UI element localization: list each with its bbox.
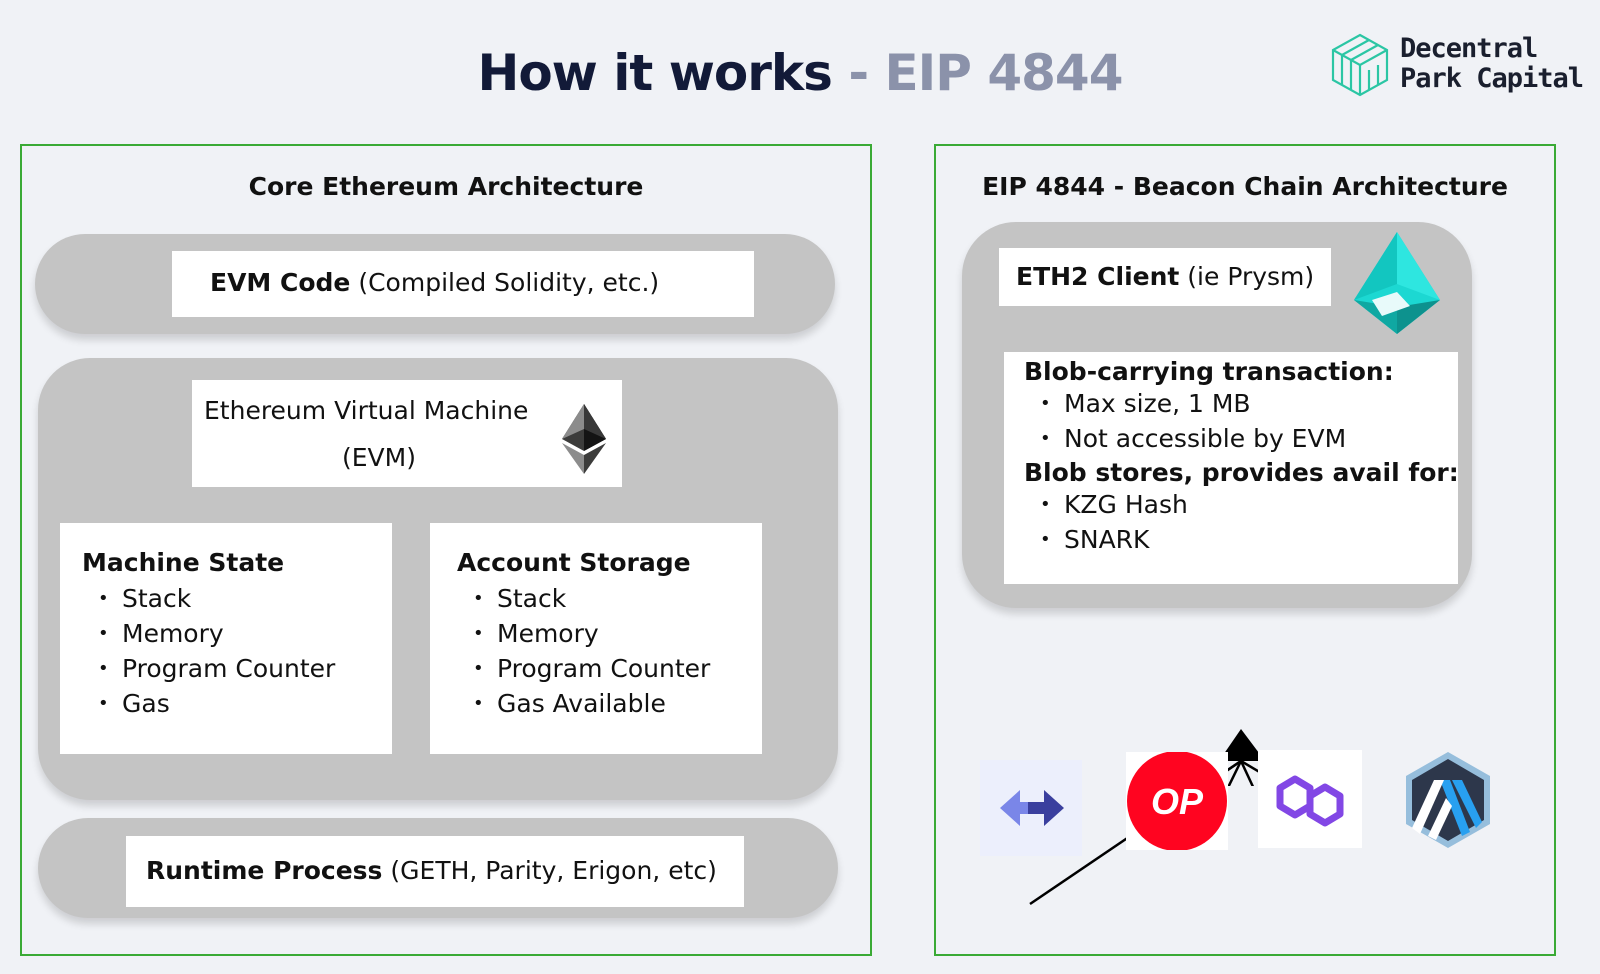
optimism-icon: OP	[1126, 751, 1228, 851]
logo-line-1: Decentral	[1400, 33, 1538, 64]
connector-lines-bottom	[1029, 759, 1242, 906]
logo-line-2: Park Capital	[1400, 63, 1584, 94]
bridge-arrows-icon	[980, 760, 1082, 856]
machine-state-list: Stack Memory Program Counter Gas	[82, 581, 392, 721]
blob-tx-list: Max size, 1 MB Not accessible by EVM	[1024, 386, 1458, 456]
machine-state-box: Machine State Stack Memory Program Count…	[60, 523, 392, 754]
eth2-client-detail: (ie Prysm)	[1179, 262, 1315, 291]
list-item: Gas Available	[457, 686, 762, 721]
ethereum-icon	[562, 404, 606, 474]
beacon-chain-panel: EIP 4844 - Beacon Chain Architecture ETH…	[934, 144, 1556, 956]
list-item: Program Counter	[82, 651, 392, 686]
list-item: KZG Hash	[1024, 487, 1458, 522]
eth2-client-box: ETH2 Client (ie Prysm)	[999, 248, 1331, 306]
evm-subtitle: (EVM)	[342, 443, 416, 472]
account-storage-title: Account Storage	[457, 548, 691, 577]
list-item: Stack	[457, 581, 762, 616]
eth2-client-container: ETH2 Client (ie Prysm) Blob-carrying tra…	[962, 222, 1472, 608]
runtime-pill: Runtime Process (GETH, Parity, Erigon, e…	[38, 818, 838, 918]
evm-code-pill: EVM Code (Compiled Solidity, etc.)	[35, 234, 835, 334]
evm-title: Ethereum Virtual Machine	[204, 396, 529, 425]
optimism-label: OP	[1151, 781, 1204, 822]
evm-box: Ethereum Virtual Machine (EVM)	[192, 380, 622, 487]
blob-store-title: Blob stores, provides avail for:	[1024, 458, 1459, 487]
arbitrum-icon	[1398, 750, 1498, 850]
evm-code-box: EVM Code (Compiled Solidity, etc.)	[172, 251, 754, 317]
list-item: Memory	[82, 616, 392, 651]
core-ethereum-panel: Core Ethereum Architecture EVM Code (Com…	[20, 144, 872, 956]
list-item: SNARK	[1024, 522, 1458, 557]
evm-container: Ethereum Virtual Machine (EVM) Machine S…	[38, 358, 838, 800]
runtime-box: Runtime Process (GETH, Parity, Erigon, e…	[126, 836, 744, 907]
list-item: Program Counter	[457, 651, 762, 686]
core-ethereum-title: Core Ethereum Architecture	[248, 172, 644, 201]
runtime-label: Runtime Process	[146, 856, 383, 885]
eth2-client-label: ETH2 Client	[1016, 262, 1180, 291]
page-title: How it works - EIP 4844	[477, 44, 1123, 102]
blob-store-list: KZG Hash SNARK	[1024, 487, 1458, 557]
evm-code-label: EVM Code	[210, 268, 351, 297]
machine-state-title: Machine State	[82, 548, 285, 577]
list-item: Memory	[457, 616, 762, 651]
runtime-detail: (GETH, Parity, Erigon, etc)	[382, 856, 717, 885]
list-item: Gas	[82, 686, 392, 721]
account-storage-box: Account Storage Stack Memory Program Cou…	[430, 523, 762, 754]
beacon-chain-title: EIP 4844 - Beacon Chain Architecture	[982, 172, 1508, 201]
blob-info-box: Blob-carrying transaction: Max size, 1 M…	[1004, 352, 1459, 584]
prysm-icon	[1354, 232, 1440, 334]
list-item: Not accessible by EVM	[1024, 421, 1458, 456]
list-item: Stack	[82, 581, 392, 616]
account-storage-list: Stack Memory Program Counter Gas Availab…	[457, 581, 762, 721]
logo: Decentral Park Capital	[1330, 30, 1590, 100]
blob-tx-title: Blob-carrying transaction:	[1024, 357, 1394, 386]
evm-code-detail: (Compiled Solidity, etc.)	[350, 268, 660, 297]
list-item: Max size, 1 MB	[1024, 386, 1458, 421]
cube-icon	[1331, 33, 1389, 97]
polygon-icon	[1258, 750, 1362, 848]
